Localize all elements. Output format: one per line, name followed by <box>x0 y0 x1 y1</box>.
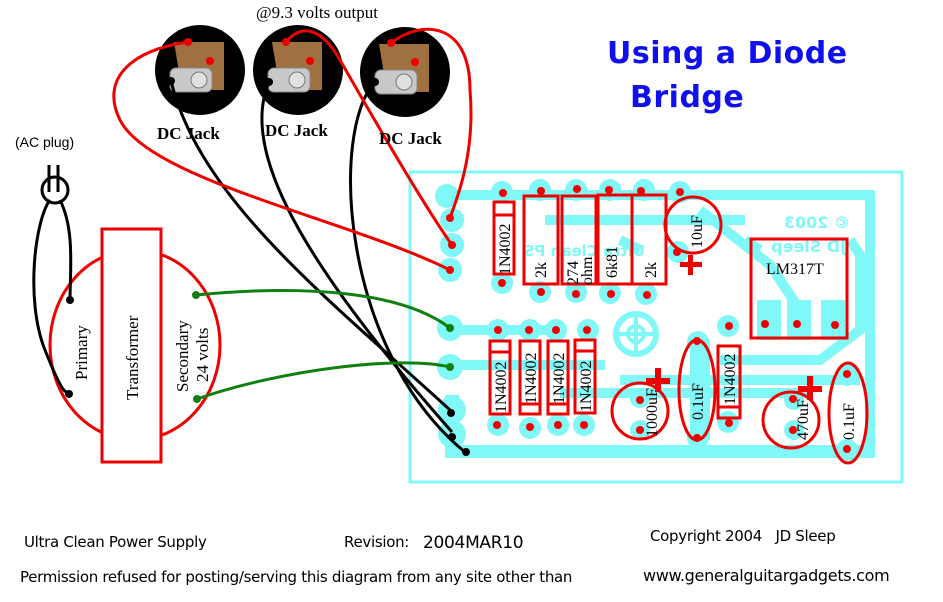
dc-jack-1 <box>155 25 245 115</box>
footer-revision: 2004MAR10 <box>423 533 524 553</box>
diode-d1 <box>492 200 516 276</box>
bridge-diode-3 <box>546 339 570 416</box>
label-c-0-1uf-b: 0.1uF <box>841 403 858 440</box>
label-bridge-3: 1N4002 <box>551 352 568 404</box>
resistor-r2 <box>560 194 598 286</box>
label-c-470uf: 470uF <box>795 399 812 440</box>
pcb-outline <box>408 170 904 484</box>
resistor-r1 <box>522 194 560 286</box>
footer-website-link[interactable]: www.generalguitargadgets.com <box>643 566 890 585</box>
label-bridge-2: 1N4002 <box>523 352 540 404</box>
bottom-components <box>610 237 869 465</box>
dc-jack-1-label: DC Jack <box>157 124 220 143</box>
wires-green <box>195 289 451 401</box>
mirror-project: Ultra Clean PS <box>524 242 645 260</box>
ac-plug-icon <box>40 165 70 205</box>
label-r3: 6k81 <box>604 246 621 278</box>
label-d6: 1N4002 <box>722 353 739 405</box>
label-c-1000uf: 1000uF <box>644 388 661 437</box>
primary-label: Primary <box>72 325 91 380</box>
label-r2-line2: ohm <box>579 256 596 285</box>
label-r2-line1: 274 <box>565 261 582 285</box>
bridge-diode-4 <box>573 338 597 415</box>
label-regulator: LM317T <box>766 261 824 278</box>
dc-jack-2-label: DC Jack <box>265 121 328 140</box>
wires-black <box>32 80 467 455</box>
label-c1: 10uF <box>689 215 706 248</box>
dc-jack-3 <box>360 27 450 117</box>
capacitor-1000uf <box>610 381 670 441</box>
footer-copyright: Copyright 2004 JD Sleep <box>650 527 836 545</box>
dc-jack-2 <box>253 25 343 115</box>
capacitor-470uf <box>761 390 821 450</box>
label-c-0-1uf-a: 0.1uF <box>690 383 707 420</box>
mirror-copyright: © 2003 <box>784 213 850 232</box>
secondary-voltage-label: 24 volts <box>193 328 212 382</box>
regulator-body <box>749 237 849 340</box>
mounting-hole <box>613 311 659 357</box>
diode-d6 <box>716 344 742 420</box>
top-row-components <box>492 193 723 286</box>
label-r1: 2k <box>533 262 550 278</box>
label-bridge-4: 1N4002 <box>578 360 595 412</box>
bridge-diode-1 <box>488 339 512 416</box>
footer-permission: Permission refused for posting/serving t… <box>20 568 573 586</box>
capacitor-10uf <box>663 195 723 255</box>
label-r4: 2k <box>643 262 660 278</box>
dc-jack-3-label: DC Jack <box>379 129 442 148</box>
secondary-label: Secondary <box>173 320 192 392</box>
bridge-diodes <box>488 338 597 416</box>
wires-red <box>112 27 473 272</box>
footer-revision-label: Revision: <box>344 533 410 551</box>
footer-project: Ultra Clean Power Supply <box>24 533 207 551</box>
transformer: Transformer Primary Secondary 24 volts <box>48 227 222 464</box>
bridge-diode-2 <box>518 339 542 416</box>
transformer-body <box>100 227 163 464</box>
label-d1: 1N4002 <box>497 223 514 275</box>
output-voltage-note: @9.3 volts output <box>256 3 378 22</box>
transformer-label: Transformer <box>123 315 142 400</box>
label-bridge-1: 1N4002 <box>493 361 510 413</box>
top-row-pins <box>498 185 702 299</box>
ac-plug-label: (AC plug) <box>15 134 75 150</box>
page-title-line2: Bridge <box>630 80 745 115</box>
mirror-author: JD Sleep <box>771 237 847 256</box>
resistor-r4 <box>630 193 668 286</box>
page-title-line1: Using a Diode <box>607 36 848 71</box>
capacitor-0-1uf-b <box>827 361 869 465</box>
